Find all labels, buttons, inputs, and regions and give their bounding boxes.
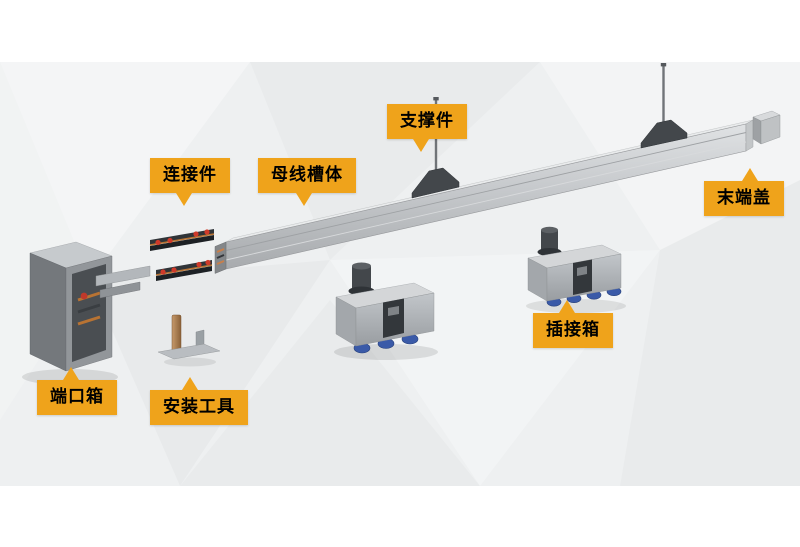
pointer-down-icon	[413, 139, 429, 152]
label-support-text: 支撑件	[400, 111, 454, 131]
label-busbar-body-text: 母线槽体	[271, 165, 343, 185]
installation-tool	[157, 314, 221, 367]
label-port-box-text: 端口箱	[50, 387, 104, 407]
connector-set	[149, 229, 215, 281]
pointer-up-icon	[182, 377, 198, 390]
plug-in-box-rear	[526, 226, 626, 313]
port-box	[22, 241, 151, 385]
pointer-up-icon	[742, 168, 758, 181]
label-port-box: 端口箱	[37, 367, 117, 415]
label-end-cap: 末端盖	[704, 168, 784, 216]
pointer-down-icon	[296, 193, 312, 206]
label-connector: 连接件	[150, 158, 230, 206]
label-connector-text: 连接件	[163, 165, 217, 185]
label-install-tool-text: 安装工具	[163, 397, 235, 417]
label-support: 支撑件	[387, 104, 467, 152]
plug-in-box-front	[334, 262, 438, 360]
pointer-down-icon	[176, 193, 192, 206]
support-bracket-2	[640, 63, 688, 149]
pointer-up-icon	[63, 367, 79, 380]
label-busbar-body: 母线槽体	[258, 158, 356, 206]
pointer-up-icon	[559, 300, 575, 313]
label-end-cap-text: 末端盖	[717, 188, 771, 208]
label-install-tool: 安装工具	[150, 377, 248, 425]
busbar-duct	[214, 119, 754, 274]
end-cap	[752, 110, 781, 145]
label-plug-box: 插接箱	[533, 300, 613, 348]
label-plug-box-text: 插接箱	[546, 320, 600, 340]
